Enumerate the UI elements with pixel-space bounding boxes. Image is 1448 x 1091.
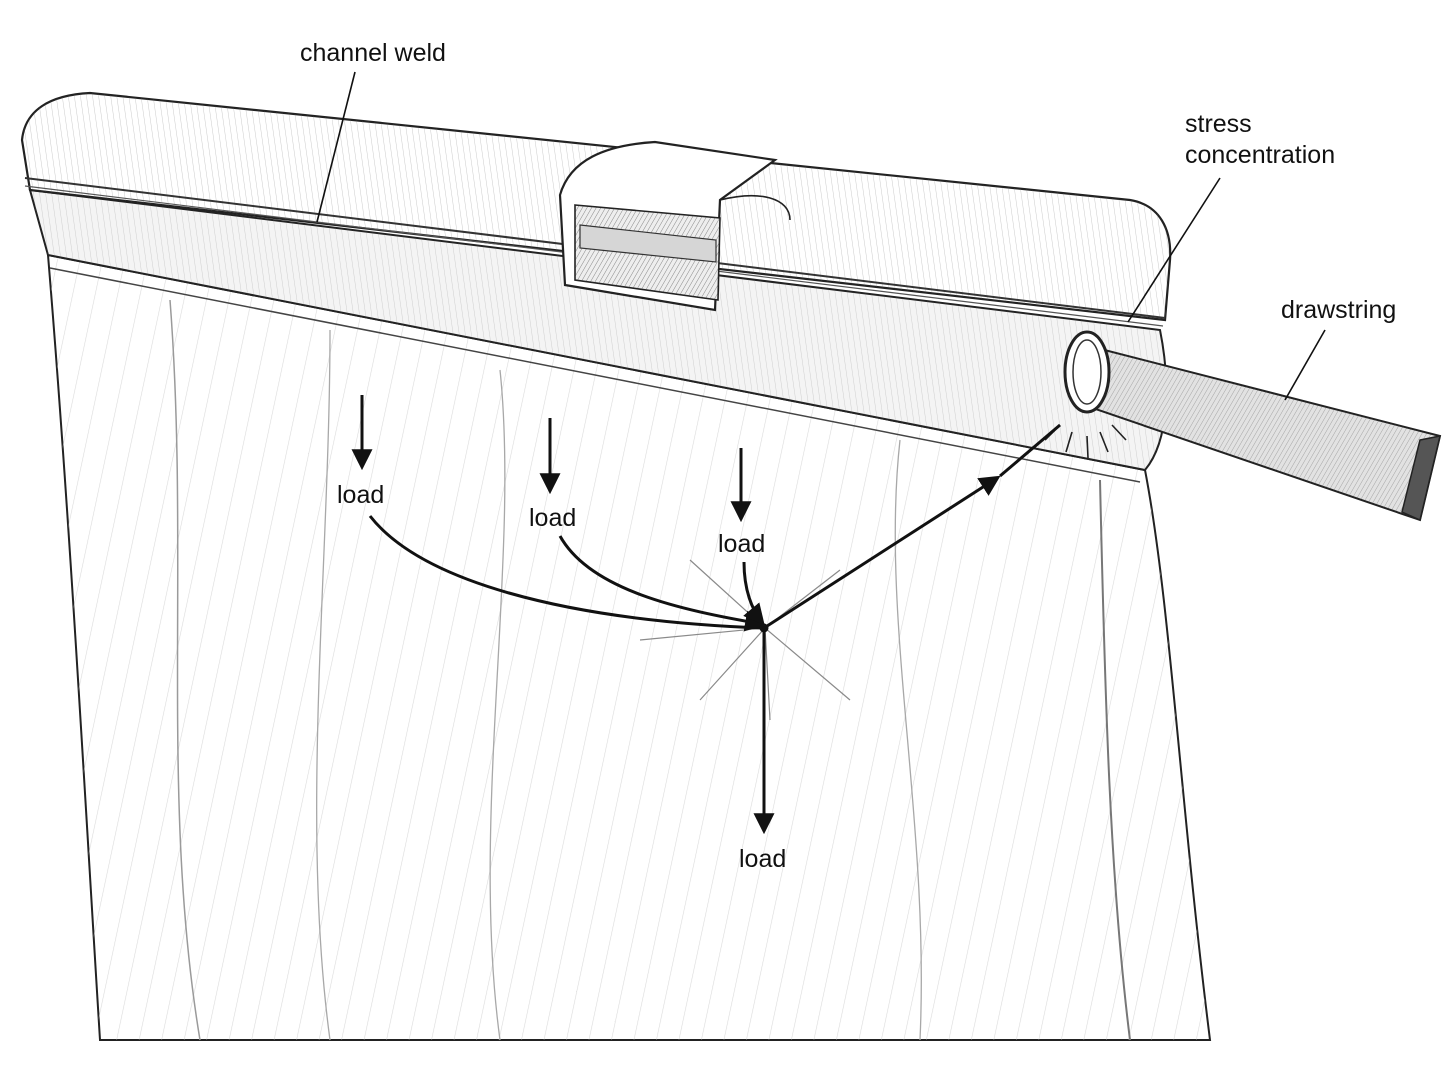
leader-stress [1127, 177, 1221, 323]
label-stress: stress [1185, 110, 1252, 138]
leader-lines [316, 71, 1326, 401]
label-load-bottom: load [739, 845, 786, 873]
label-load-2: load [529, 504, 576, 532]
load-arrows [351, 395, 1061, 835]
resultant-to-eyelet [763, 475, 1001, 630]
labels: channel weld stress concentration drawst… [300, 39, 1396, 873]
label-concentration: concentration [1185, 141, 1335, 169]
internal-strap [579, 224, 717, 263]
label-drawstring: drawstring [1281, 296, 1396, 324]
leader-channel-weld [316, 71, 356, 223]
drawstring-strap [1073, 343, 1442, 522]
load-path-2 [558, 535, 767, 632]
label-load-1: load [337, 481, 384, 509]
channel-cutaway [558, 140, 791, 312]
label-load-3: load [718, 530, 765, 558]
hem-seam [49, 267, 1141, 483]
load-path-1 [368, 515, 763, 630]
eyelet [1044, 330, 1127, 459]
resultant-continuation [999, 423, 1061, 478]
load-focal-point [759, 623, 769, 633]
label-channel-weld: channel weld [300, 39, 446, 67]
strap-end [1401, 435, 1442, 522]
leader-drawstring [1284, 329, 1326, 401]
bag-fabric [46, 253, 1212, 1041]
load-path-3 [742, 561, 765, 626]
